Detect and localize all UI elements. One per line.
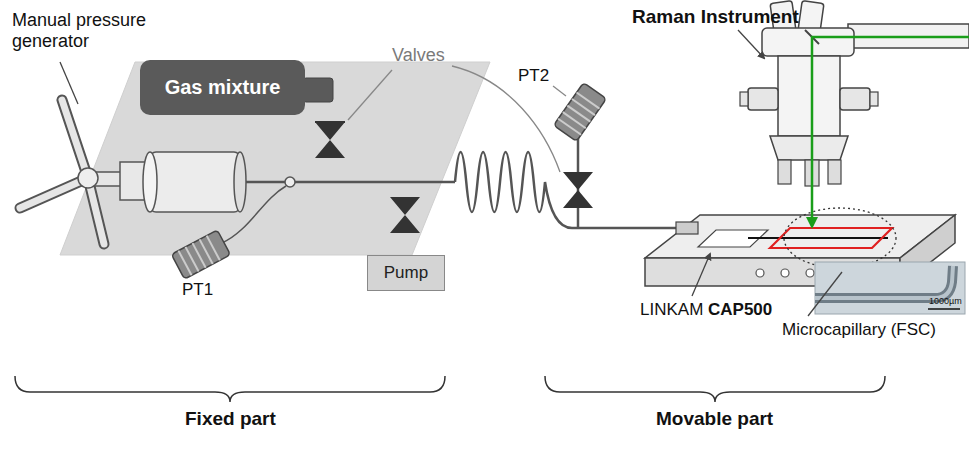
pipe — [240, 181, 455, 184]
capillary-photo — [815, 262, 965, 314]
group-label: Movable part — [656, 408, 773, 430]
part-label: Valves — [392, 45, 445, 66]
valve-symbol — [315, 122, 345, 158]
scale-label: 1000µm — [929, 296, 962, 306]
valve-symbol — [563, 172, 593, 208]
node-text: Pump — [384, 263, 428, 283]
group-label: Fixed part — [185, 408, 276, 430]
junction — [285, 177, 295, 187]
pressure-transducer — [171, 230, 230, 279]
gas-nozzle — [303, 78, 333, 102]
part-label: Microcapillary (FSC) — [782, 320, 936, 340]
brace — [15, 376, 445, 402]
crank-handle — [20, 100, 122, 244]
leader-line — [452, 66, 560, 172]
leader-line — [553, 86, 566, 96]
pump-box: Pump — [367, 255, 445, 291]
leader-line — [808, 272, 842, 316]
part-label: LINKAM — [640, 300, 703, 320]
flexible-coil — [455, 152, 680, 228]
gas-cylinder: Gas mixture — [140, 60, 305, 115]
part-label: Manual pressure generator — [12, 10, 187, 51]
part-label: CAP500 — [708, 300, 772, 320]
fixed-plate — [60, 62, 490, 255]
pressure-transducer — [554, 83, 607, 142]
brace — [545, 376, 885, 402]
valve-symbol — [390, 197, 420, 233]
raman-microscope — [740, 1, 969, 186]
leader-arrow — [692, 254, 710, 296]
pressure-cylinder — [120, 152, 246, 212]
leader-arrow — [738, 30, 764, 58]
instrument-label: Raman Instrument — [632, 6, 799, 28]
leader-line — [348, 70, 392, 120]
laser-beam — [812, 37, 969, 226]
sensor-label: PT1 — [182, 280, 213, 300]
sensor-wire — [222, 186, 286, 243]
sensor-label: PT2 — [518, 66, 549, 86]
leader-line — [60, 62, 78, 104]
valve-symbol — [315, 121, 345, 123]
node-text: Gas mixture — [165, 76, 281, 99]
